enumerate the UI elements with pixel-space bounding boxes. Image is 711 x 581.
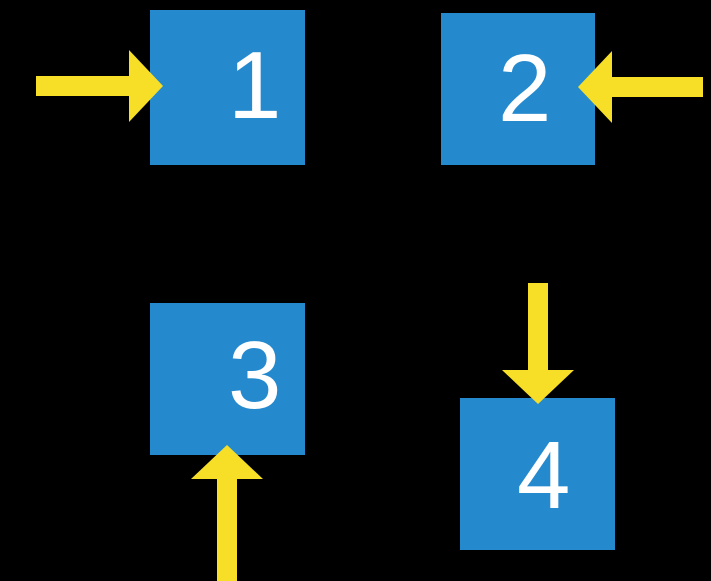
node-box-1[interactable] [150, 10, 305, 165]
node-label-1: 1 [228, 32, 282, 139]
node-label-3: 3 [228, 322, 282, 429]
node-label-2: 2 [498, 35, 552, 142]
node-box-3[interactable] [150, 303, 305, 455]
node-box-4[interactable] [460, 398, 615, 550]
node-box-2[interactable] [441, 13, 595, 165]
node-label-4: 4 [517, 422, 571, 529]
